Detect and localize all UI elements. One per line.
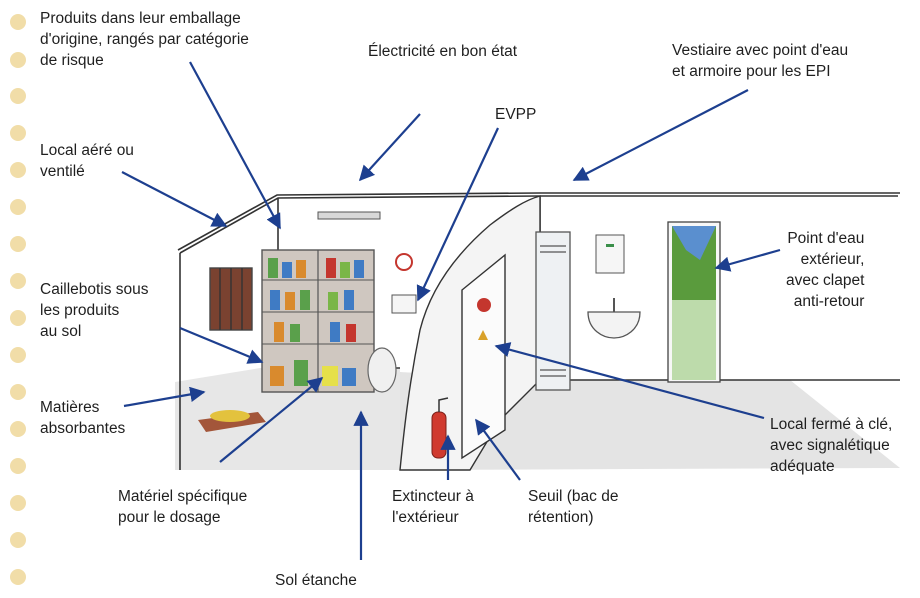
dot <box>10 199 26 215</box>
window <box>209 267 253 331</box>
label-local-ferme: Local fermé à clé, avec signalétique adé… <box>770 416 893 475</box>
arrow-local-aere <box>121 171 228 227</box>
dot <box>10 125 26 141</box>
dot <box>10 88 26 104</box>
dot <box>10 495 26 511</box>
dot <box>10 458 26 474</box>
arrow-vestiaire <box>572 89 749 181</box>
absorbent-material <box>210 410 250 422</box>
dot <box>10 384 26 400</box>
waste-bag <box>367 347 397 393</box>
locker <box>535 231 571 391</box>
dot <box>10 52 26 68</box>
door <box>461 253 506 460</box>
floor <box>175 368 400 470</box>
arrow-local-ferme <box>494 342 765 420</box>
dot <box>10 14 26 30</box>
label-caillebotis: Caillebotis sous les produits au sol <box>40 281 149 340</box>
label-produits: Produits dans leur emballage d'origine, … <box>40 10 249 69</box>
label-seuil: Seuil (bac de rétention) <box>528 488 619 526</box>
arrow-seuil <box>475 418 521 481</box>
label-sol: Sol étanche <box>275 572 357 589</box>
dot <box>10 569 26 585</box>
label-extincteur: Extincteur à l'extérieur <box>392 488 474 526</box>
arrow-caillebotis <box>179 326 264 364</box>
label-point-eau: Point d'eau extérieur, avec clapet anti-… <box>786 230 865 310</box>
label-matieres: Matières absorbantes <box>40 399 126 437</box>
label-electricite: Électricité en bon état <box>368 43 518 60</box>
dot <box>10 273 26 289</box>
no-entry-sign <box>477 298 491 312</box>
label-materiel: Matériel spécifique pour le dosage <box>118 488 248 526</box>
label-local-aere: Local aéré ou ventilé <box>40 142 134 180</box>
annotation-arrows <box>121 61 781 560</box>
shelving-unit <box>261 249 375 393</box>
first-aid-cross <box>606 244 614 247</box>
arrow-produits <box>189 61 281 230</box>
dot <box>10 347 26 363</box>
dot <box>10 162 26 178</box>
outside-doorway <box>667 221 721 383</box>
dot <box>10 421 26 437</box>
dot <box>10 532 26 548</box>
label-evpp: EVPP <box>495 106 537 123</box>
warning-sign <box>478 330 488 340</box>
ceiling-light <box>317 211 381 220</box>
arrow-evpp <box>416 127 499 302</box>
evpp-board <box>391 294 417 314</box>
dot <box>10 236 26 252</box>
dot <box>10 310 26 326</box>
first-aid-cabinet <box>595 234 625 274</box>
prohibition-sign <box>395 253 413 271</box>
notebook-dots <box>0 0 40 598</box>
floor-right <box>400 372 900 470</box>
arrow-electricite <box>358 113 421 182</box>
arrow-point-eau <box>714 248 781 272</box>
sink <box>587 311 641 339</box>
arrow-matieres <box>123 386 206 408</box>
arrow-materiel <box>219 377 324 463</box>
label-vestiaire: Vestiaire avec point d'eau et armoire po… <box>672 42 849 80</box>
